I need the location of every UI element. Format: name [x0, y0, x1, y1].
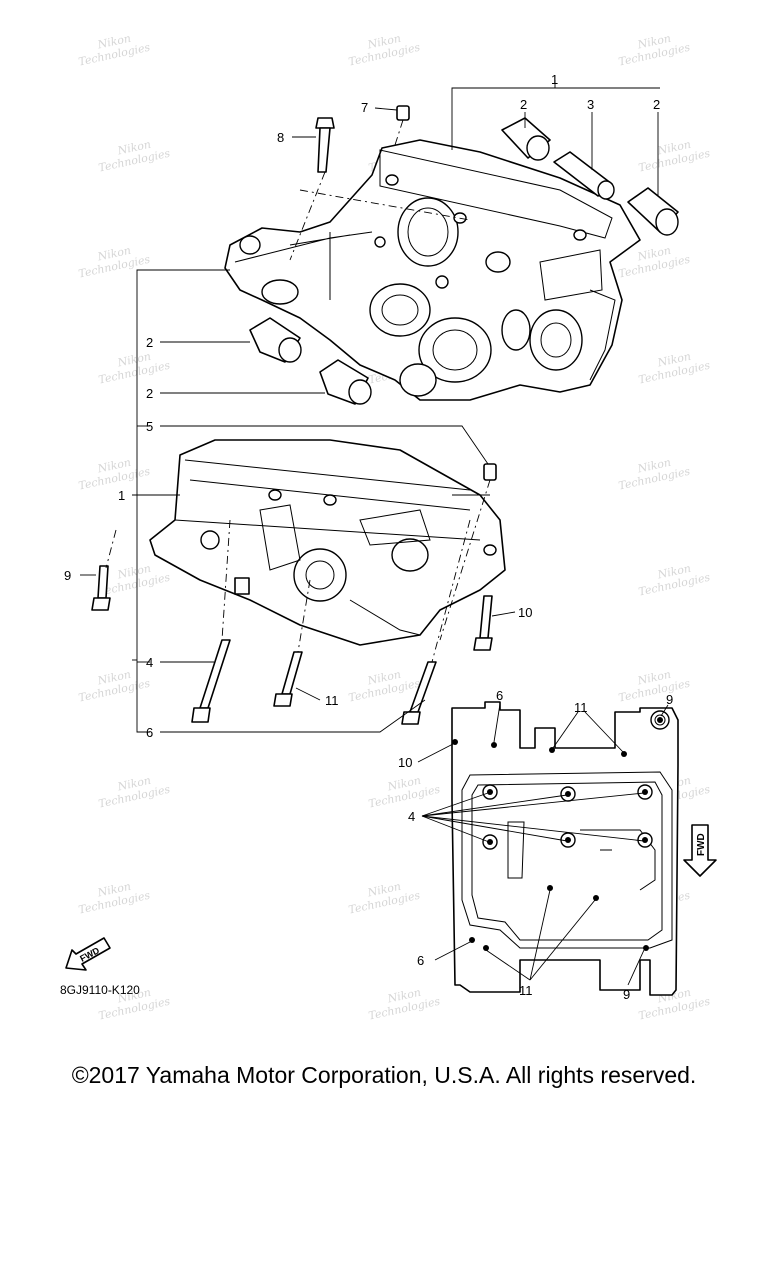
bolt-11: [273, 651, 303, 707]
bolt-6: [401, 661, 437, 725]
bolt-9: [91, 565, 111, 611]
lower-crankcase: [149, 439, 506, 646]
fwd-arrow-corner: [65, 937, 111, 971]
callout-2-c: 2: [146, 335, 153, 350]
callout-2-d: 2: [146, 386, 153, 401]
callout-10-left: 10: [518, 605, 532, 620]
callout-6-left: 6: [146, 725, 153, 740]
callout-10-inset: 10: [398, 755, 412, 770]
callout-4-inset: 4: [408, 809, 415, 824]
leader-lines: [80, 80, 660, 733]
callout-4-left: 4: [146, 655, 153, 670]
bolt-10: [473, 595, 493, 651]
bolt-8: [315, 117, 335, 173]
callout-6-inset-bot: 6: [417, 953, 424, 968]
copyright-notice: ©2017 Yamaha Motor Corporation, U.S.A. A…: [71, 1062, 697, 1088]
callout-9-inset-top: 9: [666, 692, 673, 707]
bushing-group-top: [501, 117, 679, 236]
callout-11-left: 11: [325, 693, 339, 708]
dowel-pin-5: [483, 463, 497, 481]
callout-11-inset-bot: 11: [519, 983, 533, 998]
figure-code: 8GJ9110-K120: [60, 983, 140, 997]
callout-8: 8: [277, 130, 284, 145]
callout-2-a: 2: [520, 97, 527, 112]
callout-11-inset-top: 11: [574, 700, 588, 715]
dowel-pin-7: [396, 105, 410, 121]
fwd-label-inset: FWD: [696, 833, 707, 856]
callout-5: 5: [146, 419, 153, 434]
bolt-4: [191, 639, 231, 723]
upper-crankcase: [224, 139, 641, 401]
callout-3: 3: [587, 97, 594, 112]
callout-1-top: 1: [551, 72, 558, 87]
bushing-group-left: [249, 317, 372, 405]
alignment-lines: [105, 119, 491, 663]
callout-7: 7: [361, 100, 368, 115]
inset-bottom-view: [417, 701, 717, 996]
callout-9-left: 9: [64, 568, 71, 583]
callout-9-inset-bot: 9: [623, 987, 630, 1002]
callout-1-mid: 1: [118, 488, 125, 503]
callout-2-b: 2: [653, 97, 660, 112]
callout-6-inset-top: 6: [496, 688, 503, 703]
